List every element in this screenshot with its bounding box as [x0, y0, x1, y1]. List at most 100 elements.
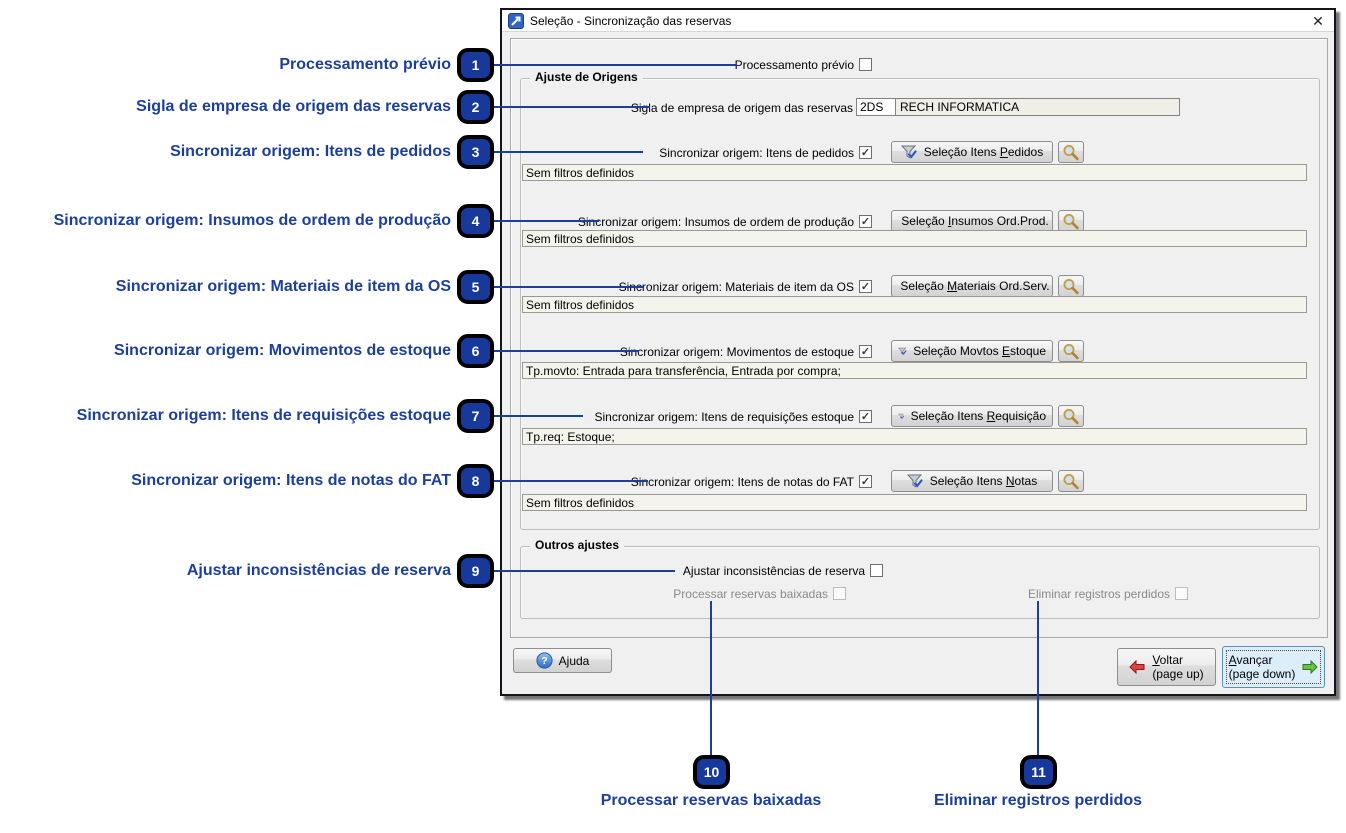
callout-badge-6: 6 [457, 334, 494, 368]
filter-icon [906, 474, 923, 488]
processamento-previo-checkbox[interactable] [859, 58, 872, 71]
button-label: Seleção Materiais Ord.Serv. [900, 279, 1050, 293]
ajustar-inconsistencias-checkbox[interactable] [870, 564, 883, 577]
sync-materiais-label: Sincronizar origem: Materiais de item da… [618, 279, 854, 294]
callout-badge-9: 9 [457, 554, 494, 588]
callout-line-5 [490, 286, 643, 288]
forward-arrow-icon [1302, 660, 1319, 674]
sync-insumos-checkbox[interactable] [859, 215, 872, 228]
selecao-insumos-button[interactable]: Seleção Insumos Ord.Prod. [891, 210, 1053, 232]
sync-insumos-label: Sincronizar origem: Insumos de ordem de … [577, 214, 854, 229]
app-icon [508, 12, 524, 29]
avancar-label: Avançar (page down) [1228, 653, 1296, 681]
sync-materiais-checkbox[interactable] [859, 280, 872, 293]
callout-label-4: Sincronizar origem: Insumos de ordem de … [53, 212, 451, 229]
eliminar-registros-label: Eliminar registros perdidos [1027, 586, 1170, 601]
insumos-zoom-button[interactable] [1058, 210, 1084, 232]
eliminar-registros-row: Eliminar registros perdidos [502, 585, 1188, 602]
notas-filter-field: Sem filtros definidos [522, 494, 1307, 511]
filter-icon [898, 347, 907, 355]
callout-label-3: Sincronizar origem: Itens de pedidos [170, 143, 451, 160]
callout-line-7 [490, 415, 583, 417]
callout-label-5: Sincronizar origem: Materiais de item da… [115, 278, 451, 295]
callout-badge-10: 10 [693, 755, 730, 789]
callout-line-6 [490, 350, 639, 352]
callout-label-6: Sincronizar origem: Movimentos de estoqu… [114, 342, 451, 359]
sigla-company-name-field: RECH INFORMATICA [896, 98, 1180, 116]
processar-reservas-checkbox [833, 587, 846, 600]
callout-line-9 [490, 570, 675, 572]
processamento-previo-row: Processamento prévio [502, 56, 872, 73]
sigla-label: Sigla de empresa de origem das reservas [630, 100, 853, 115]
sync-notas-label: Sincronizar origem: Itens de notas do FA… [630, 474, 854, 489]
ajuste-de-origens-title: Ajuste de Origens [530, 70, 643, 84]
selecao-requisicao-button[interactable]: Seleção Itens Requisição [891, 405, 1053, 427]
window-title: Seleção - Sincronização das reservas [530, 13, 732, 28]
processar-reservas-row: Processar reservas baixadas [502, 585, 846, 602]
selecao-materiais-button[interactable]: Seleção Materiais Ord.Serv. [891, 275, 1053, 297]
outros-ajustes-title: Outros ajustes [530, 538, 625, 552]
magnifier-icon [1063, 278, 1079, 294]
callout-5: Sincronizar origem: Materiais de item da… [116, 270, 494, 304]
movtos-zoom-button[interactable] [1058, 340, 1084, 362]
callout-line-1 [490, 64, 737, 66]
selecao-itens-pedidos-button[interactable]: Seleção Itens Pedidos [891, 141, 1053, 163]
magnifier-icon [1063, 343, 1079, 359]
avancar-button[interactable]: Avançar (page down) [1222, 646, 1325, 688]
ajuda-button[interactable]: ? Ajuda [513, 648, 612, 673]
voltar-button[interactable]: Voltar (page up) [1117, 648, 1216, 686]
button-label: Seleção Itens Requisição [910, 409, 1046, 423]
callout-6: Sincronizar origem: Movimentos de estoqu… [114, 334, 494, 368]
callout-badge-11: 11 [1020, 755, 1057, 789]
sync-row-requisicao: Sincronizar origem: Itens de requisições… [502, 408, 872, 425]
sigla-code-input[interactable] [856, 98, 896, 116]
button-label: Seleção Insumos Ord.Prod. [901, 214, 1049, 228]
materiais-zoom-button[interactable] [1058, 275, 1084, 297]
callout-badge-1: 1 [457, 48, 494, 82]
magnifier-icon [1063, 213, 1079, 229]
requisicao-zoom-button[interactable] [1058, 405, 1084, 427]
callout-2: Sigla de empresa de origem das reservas … [136, 90, 494, 124]
sync-pedidos-label: Sincronizar origem: Itens de pedidos [659, 145, 854, 160]
ajuda-label: Ajuda [558, 653, 590, 668]
magnifier-icon [1063, 408, 1079, 424]
sync-row-notas: Sincronizar origem: Itens de notas do FA… [502, 473, 872, 490]
callout-4: Sincronizar origem: Insumos de ordem de … [54, 204, 494, 238]
sync-requisicao-label: Sincronizar origem: Itens de requisições… [594, 409, 854, 424]
sync-movtos-checkbox[interactable] [859, 345, 872, 358]
callout-1: Processamento prévio 1 [279, 48, 494, 82]
title-bar[interactable]: Seleção - Sincronização das reservas ✕ [502, 10, 1334, 32]
sync-notas-checkbox[interactable] [859, 475, 872, 488]
magnifier-icon [1063, 473, 1079, 489]
button-label: Seleção Itens Pedidos [923, 145, 1044, 159]
notas-zoom-button[interactable] [1058, 470, 1084, 492]
sync-requisicao-checkbox[interactable] [859, 410, 872, 423]
ajustar-inconsistencias-label: Ajustar inconsistências de reserva [682, 563, 865, 578]
filter-icon [898, 413, 905, 419]
pedidos-filter-field: Sem filtros definidos [522, 164, 1307, 181]
callout-badge-8: 8 [457, 464, 494, 498]
button-label: Seleção Movtos Estoque [913, 344, 1046, 358]
callout-badge-3: 3 [457, 135, 494, 169]
pedidos-zoom-button[interactable] [1058, 141, 1084, 163]
requisicao-filter-field: Tp.req: Estoque; [522, 428, 1307, 445]
sigla-row: Sigla de empresa de origem das reservas [502, 99, 853, 116]
sync-row-insumos: Sincronizar origem: Insumos de ordem de … [502, 213, 872, 230]
sync-movtos-label: Sincronizar origem: Movimentos de estoqu… [619, 344, 854, 359]
selecao-notas-button[interactable]: Seleção Itens Notas [891, 470, 1053, 492]
callout-label-1: Processamento prévio [279, 56, 451, 73]
callout-line-2 [490, 106, 650, 108]
eliminar-registros-checkbox [1175, 587, 1188, 600]
filter-icon [900, 145, 917, 159]
sync-pedidos-checkbox[interactable] [859, 146, 872, 159]
insumos-filter-field: Sem filtros definidos [522, 230, 1307, 247]
callout-line-8 [490, 480, 648, 482]
close-icon[interactable]: ✕ [1312, 12, 1324, 29]
back-arrow-icon [1129, 660, 1145, 674]
callout-badge-2: 2 [457, 90, 494, 124]
callout-line-3 [490, 151, 643, 153]
selecao-movtos-button[interactable]: Seleção Movtos Estoque [891, 340, 1053, 362]
ajustar-inconsistencias-row: Ajustar inconsistências de reserva [502, 562, 883, 579]
callout-line-10 [710, 601, 712, 755]
